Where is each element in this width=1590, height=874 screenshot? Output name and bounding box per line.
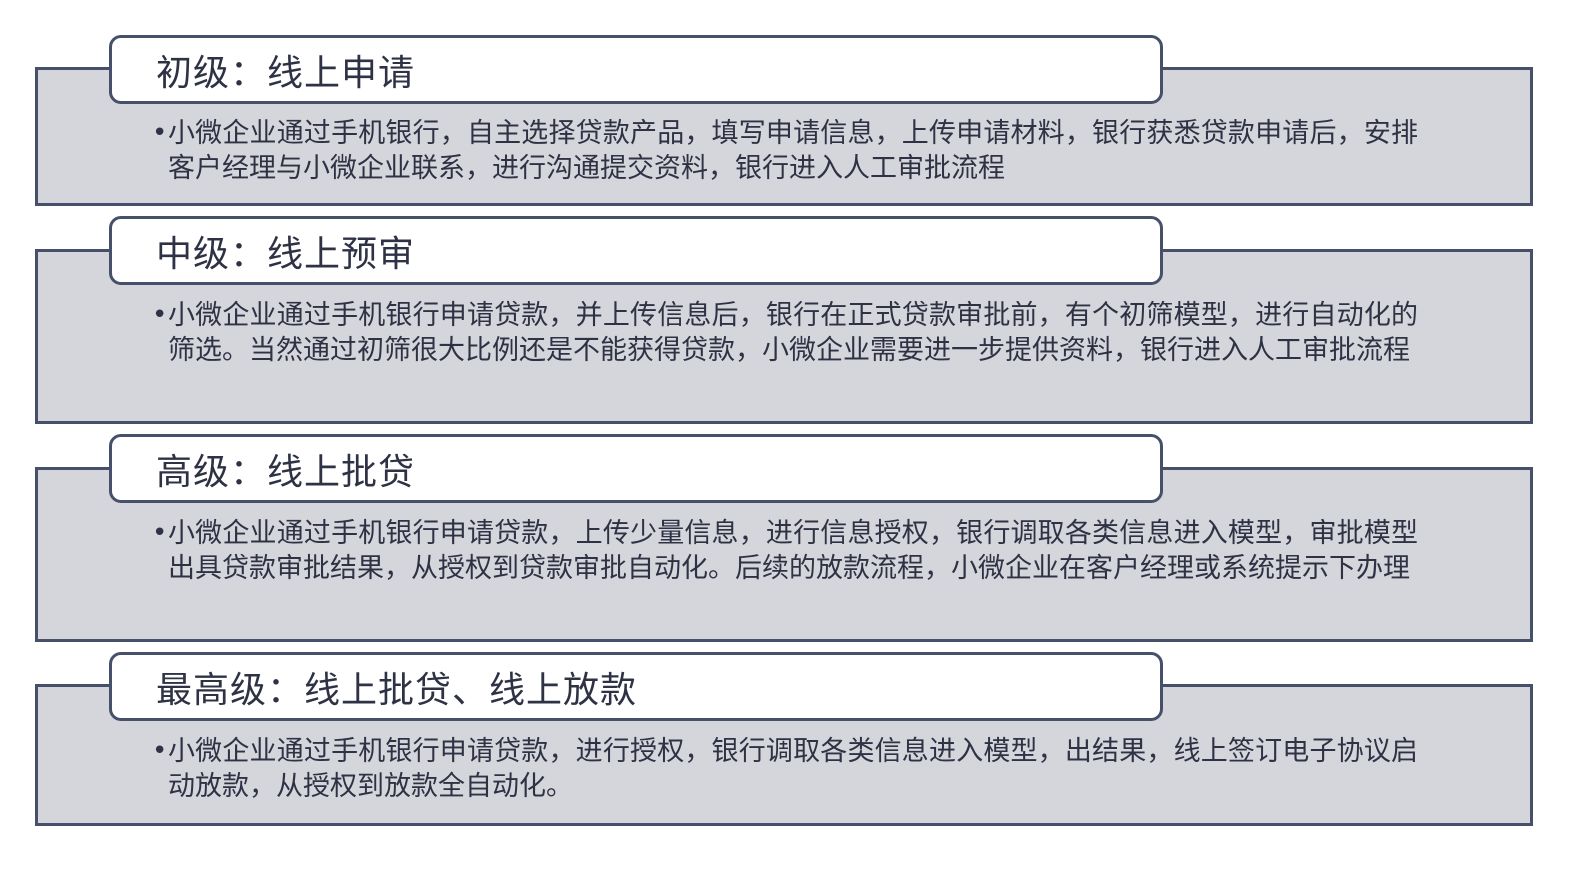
level-1-text: 小微企业通过手机银行，自主选择贷款产品，填写申请信息，上传申请材料，银行获悉贷款…: [168, 118, 1418, 184]
bullet-icon: •: [152, 300, 168, 330]
level-3-text: 小微企业通过手机银行申请贷款，上传少量信息，进行信息授权，银行调取各类信息进入模…: [168, 518, 1418, 584]
level-1-title-tab: 初级：线上申请: [109, 35, 1163, 104]
level-2-description: • 小微企业通过手机银行申请贷款，并上传信息后，银行在正式贷款审批前，有个初筛模…: [152, 298, 1422, 368]
bullet-icon: •: [152, 518, 168, 548]
level-1-title: 初级：线上申请: [156, 52, 416, 94]
level-4-text: 小微企业通过手机银行申请贷款，进行授权，银行调取各类信息进入模型，出结果，线上签…: [168, 736, 1418, 802]
level-1-description: • 小微企业通过手机银行，自主选择贷款产品，填写申请信息，上传申请材料，银行获悉…: [152, 116, 1422, 186]
level-2-title-tab: 中级：线上预审: [109, 216, 1163, 285]
level-3-description: • 小微企业通过手机银行申请贷款，上传少量信息，进行信息授权，银行调取各类信息进…: [152, 516, 1422, 586]
bullet-icon: •: [152, 736, 168, 766]
level-2-text: 小微企业通过手机银行申请贷款，并上传信息后，银行在正式贷款审批前，有个初筛模型，…: [168, 300, 1418, 366]
level-4-title: 最高级：线上批贷、线上放款: [156, 669, 638, 711]
level-4-title-tab: 最高级：线上批贷、线上放款: [109, 652, 1163, 721]
level-4-description: • 小微企业通过手机银行申请贷款，进行授权，银行调取各类信息进入模型，出结果，线…: [152, 734, 1422, 804]
level-3-title-tab: 高级：线上批贷: [109, 434, 1163, 503]
level-3-title: 高级：线上批贷: [156, 451, 416, 493]
level-2-title: 中级：线上预审: [156, 233, 416, 275]
bullet-icon: •: [152, 118, 168, 148]
